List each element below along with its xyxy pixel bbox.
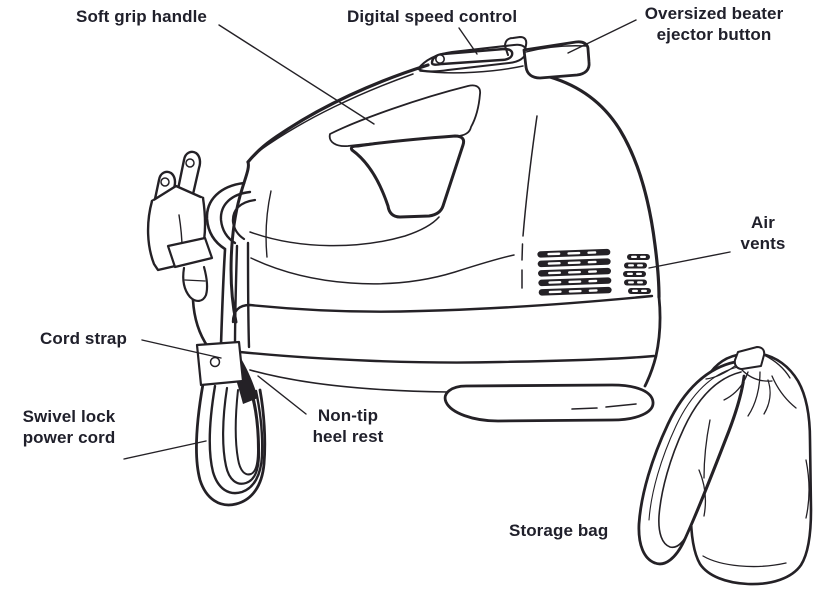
label-cord-strap: Cord strap (40, 329, 127, 348)
heel-rest-icon (443, 383, 655, 423)
speed-control-icon (417, 36, 528, 73)
label-storage-bag: Storage bag (509, 521, 609, 540)
leader-cord-strap (141, 339, 222, 359)
leader-air-vents (648, 251, 731, 269)
leader-non-tip-heel-rest (257, 375, 307, 415)
label-swivel-lock-power-cord: Swivel lock power cord (22, 407, 116, 447)
mixer-base-icon (231, 294, 662, 393)
soft-grip-pad-icon (328, 84, 481, 147)
label-digital-speed-control: Digital speed control (347, 7, 518, 26)
cord-strap-icon (195, 340, 258, 404)
rear-air-vents-icon (623, 254, 651, 294)
label-soft-grip-handle: Soft grip handle (76, 7, 207, 26)
power-cord-icon (191, 181, 267, 507)
leader-swivel-lock-power-cord (123, 440, 207, 460)
label-non-tip-heel-rest: Non-tip heel rest (312, 406, 384, 446)
handle-opening-icon (349, 134, 466, 219)
leader-soft-grip-handle (218, 24, 375, 125)
label-air-vents: Air vents (740, 213, 786, 253)
label-beater-ejector-button: Oversized beater ejector button (644, 4, 784, 44)
leader-digital-speed-control (458, 27, 478, 55)
leader-beater-ejector (567, 19, 637, 54)
air-vents-icon (537, 248, 612, 296)
storage-bag-icon (637, 346, 813, 586)
power-plug-icon (146, 150, 214, 302)
leader-lines (123, 19, 731, 460)
